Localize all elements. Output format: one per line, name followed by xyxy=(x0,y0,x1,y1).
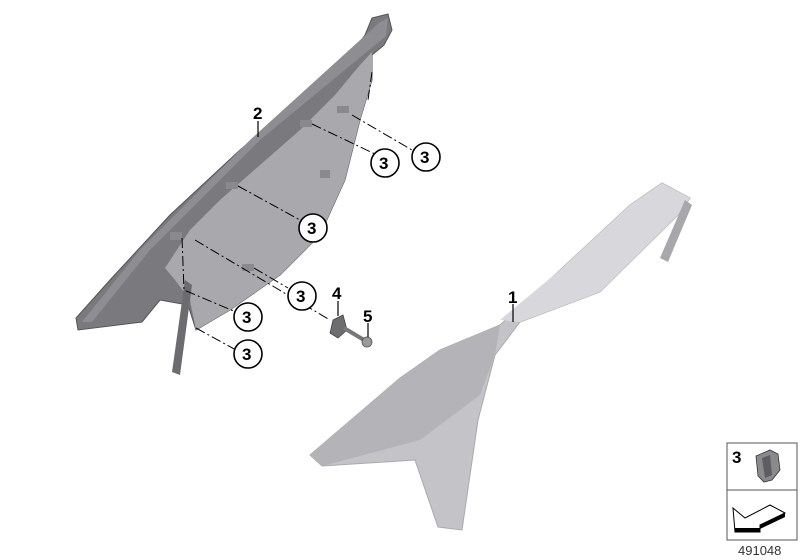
callout-part-4[interactable]: 4 xyxy=(332,284,342,303)
svg-text:3: 3 xyxy=(296,287,305,306)
part-2-trim-panel[interactable] xyxy=(75,13,393,375)
callout-part-5[interactable]: 5 xyxy=(363,307,372,326)
callout-clip-c[interactable]: 3 xyxy=(298,213,328,243)
clip-mounts xyxy=(170,106,349,271)
clip-icon xyxy=(755,449,781,483)
svg-text:3: 3 xyxy=(242,308,251,327)
direction-arrow-icon xyxy=(732,504,787,533)
callout-clip-a[interactable]: 3 xyxy=(411,142,441,172)
callout-clip-d[interactable]: 3 xyxy=(287,281,317,311)
callout-part-1[interactable]: 1 xyxy=(508,288,517,307)
part-2-tab xyxy=(172,280,192,375)
callout-part-2[interactable]: 2 xyxy=(253,104,262,123)
part-5-screw[interactable] xyxy=(342,326,373,348)
svg-text:3: 3 xyxy=(420,148,429,167)
part-1-side-cover[interactable] xyxy=(309,182,692,531)
callout-clip-e[interactable]: 3 xyxy=(233,302,263,332)
leader-lines xyxy=(257,121,514,337)
part-4-grommet[interactable] xyxy=(329,314,348,339)
svg-text:3: 3 xyxy=(379,154,388,173)
callout-clip-f[interactable]: 3 xyxy=(233,339,263,369)
svg-text:3: 3 xyxy=(307,219,316,238)
callout-clip-b[interactable]: 3 xyxy=(370,148,400,178)
svg-text:3: 3 xyxy=(242,345,251,364)
legend-box: 3 xyxy=(726,442,798,541)
diagram-number: 491048 xyxy=(738,543,781,558)
legend-part-number: 3 xyxy=(732,448,741,467)
